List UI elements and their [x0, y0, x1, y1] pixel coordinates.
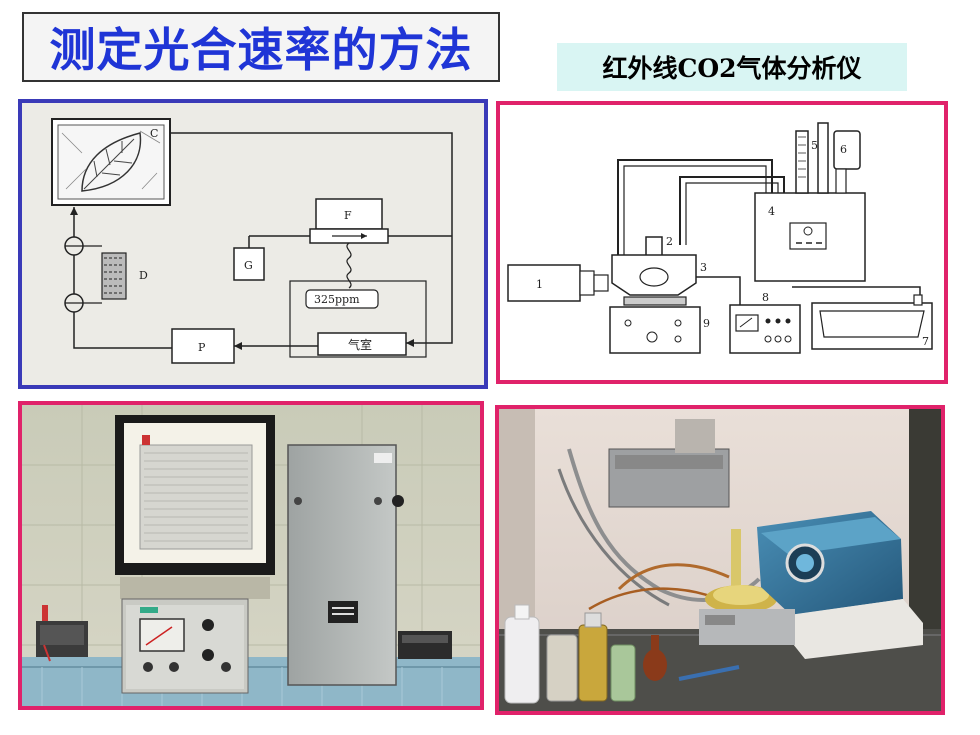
photo-left	[22, 405, 480, 706]
flowmeter-5	[795, 130, 809, 194]
label-chamber: 气室	[348, 337, 372, 352]
label-6: 6	[840, 143, 847, 156]
light-source-1	[507, 264, 581, 302]
analyzer-f	[315, 198, 383, 230]
recorder-7	[811, 302, 933, 350]
label-p: P	[198, 341, 206, 354]
meter-icon	[139, 618, 185, 652]
apparatus-photo-left	[18, 401, 484, 710]
apparatus-diagram-panel: 4 5 6 1 2 3 9 8	[496, 101, 948, 384]
slide-title: 测定光合速率的方法	[49, 23, 473, 77]
label-g: G	[244, 259, 253, 272]
label-concentration: 325ppm	[314, 293, 360, 306]
label-2: 2	[666, 235, 673, 248]
label-5: 5	[811, 139, 818, 152]
controller-9	[609, 306, 701, 354]
apparatus-photo-right	[495, 405, 945, 715]
label-9: 9	[703, 317, 710, 330]
label-1: 1	[536, 278, 543, 291]
box-g	[233, 247, 265, 281]
label-c: C	[150, 127, 158, 140]
gas-chamber	[317, 332, 407, 356]
label-7: 7	[922, 335, 929, 348]
label-d: D	[139, 269, 148, 282]
photo-right	[499, 409, 941, 711]
desiccant-column	[101, 252, 127, 300]
concentration-box	[305, 289, 379, 309]
title-box: 测定光合速率的方法	[22, 12, 500, 82]
label-f: F	[344, 209, 352, 222]
label-3: 3	[700, 261, 707, 274]
schematic-diagram-panel: C D F G 325ppm 气室	[18, 99, 488, 389]
apparatus-diagram: 4 5 6 1 2 3 9 8	[500, 105, 944, 380]
pump-p	[171, 328, 235, 364]
device-6	[833, 130, 861, 170]
slide-subtitle: 红外线CO2气体分析仪	[557, 43, 907, 91]
gauge-icon	[735, 314, 759, 332]
label-4: 4	[768, 205, 775, 218]
leaf-icon	[81, 132, 142, 192]
schematic-diagram: C D F G 325ppm 气室	[22, 103, 484, 385]
label-8: 8	[762, 291, 769, 304]
